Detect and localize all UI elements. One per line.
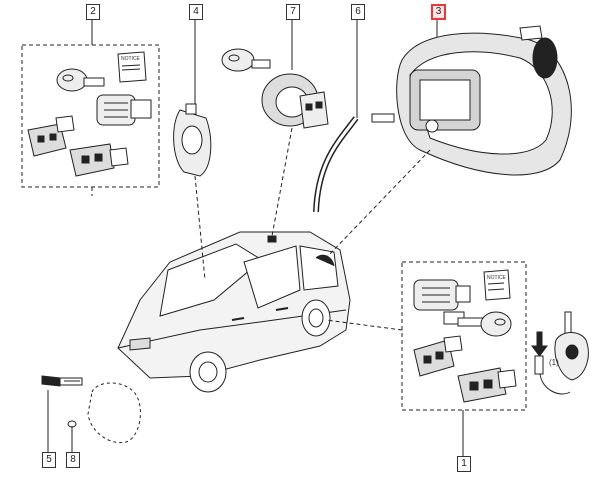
- part-7-ignition: [221, 48, 329, 129]
- kit-2-box: [21, 44, 160, 188]
- remote-key: [554, 311, 589, 381]
- leader-kit1-car: [325, 319, 403, 331]
- kit-1-switch-a: [413, 335, 463, 377]
- part-8-screw: [67, 420, 77, 430]
- notice-label-kit-2: NOTICE: [121, 56, 140, 62]
- kit-2-switch-b: [69, 143, 129, 177]
- leader-handle-car: [325, 149, 431, 259]
- callout-4: 4: [189, 4, 203, 20]
- leader-bracket-car: [194, 175, 206, 281]
- notice-label-kit-1: NOTICE: [487, 275, 506, 281]
- part-4-bracket: [173, 103, 212, 177]
- callout-1: 1: [457, 456, 471, 472]
- part-5-key-blank: [41, 375, 83, 387]
- step-note-label: (1): [549, 358, 559, 367]
- kit-2-switch-a: [27, 115, 75, 157]
- callout-5: 5: [42, 452, 56, 468]
- part-6-cable: [313, 116, 359, 213]
- callout-6: 6: [351, 4, 365, 20]
- callout-3: 3: [431, 4, 446, 20]
- kit-1-switch-b: [457, 367, 517, 403]
- kit-1-lock-cylinder: [413, 279, 471, 325]
- callout-8: 8: [66, 452, 80, 468]
- kit-1-notice-booklet: [483, 269, 511, 301]
- remote-fob-outline: [87, 382, 141, 444]
- kit-2-lock-cylinder: [96, 94, 152, 126]
- remote-key-arrow: [531, 331, 571, 395]
- callout-7: 7: [286, 4, 300, 20]
- kit-2-notice-booklet: [117, 51, 147, 83]
- car-body: [117, 231, 351, 393]
- part-3-tailgate-handle: [371, 25, 572, 176]
- kit-2-key: [56, 68, 105, 92]
- callout-2: 2: [86, 4, 100, 20]
- kit-1-box: [401, 261, 527, 411]
- kit-1-key: [457, 311, 512, 337]
- leader-ignition-car: [271, 127, 293, 237]
